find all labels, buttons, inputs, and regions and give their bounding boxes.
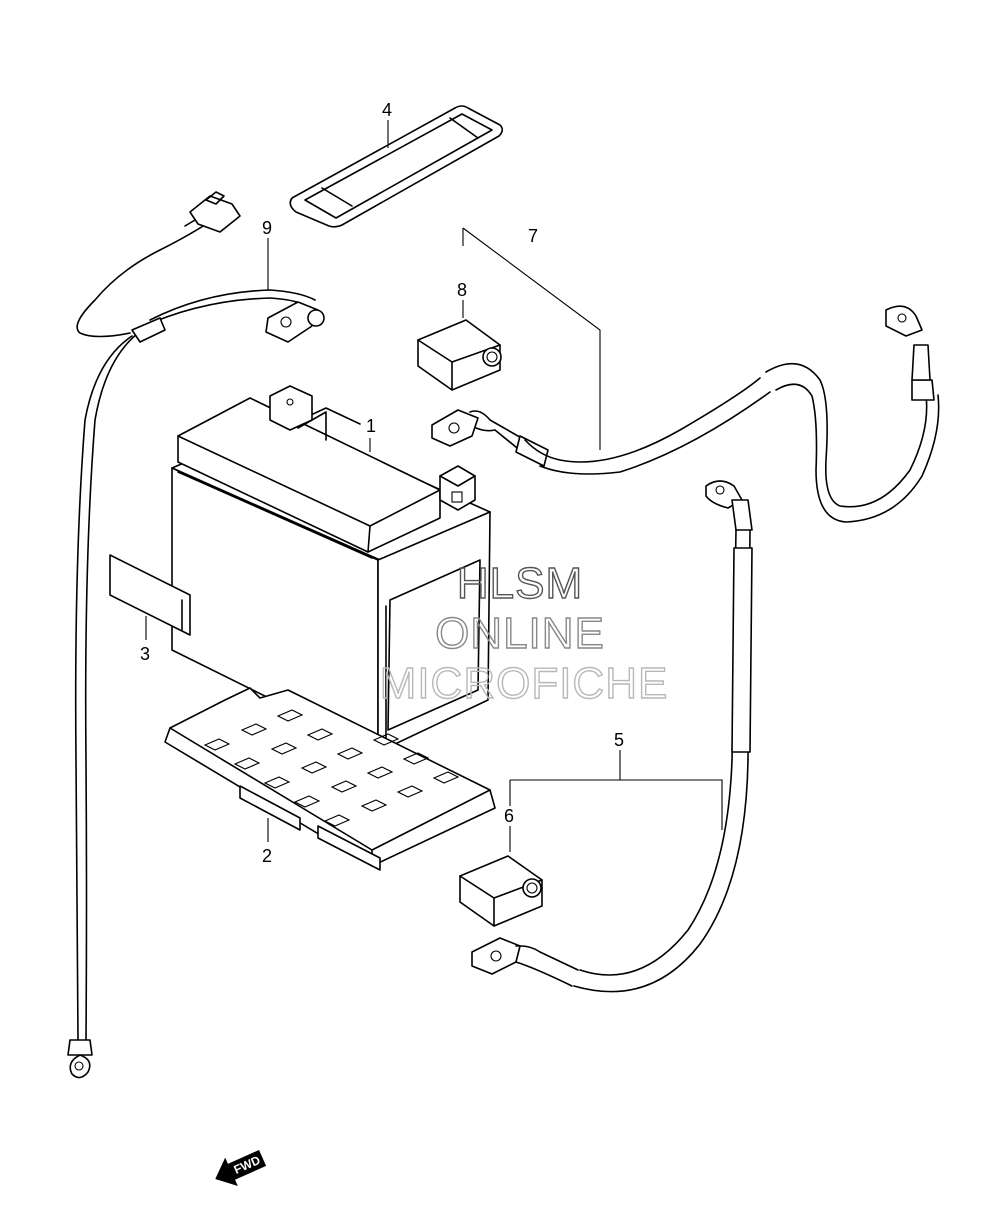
part-battery[interactable] [171, 385, 491, 753]
part-battery-cable-lower[interactable] [471, 480, 753, 993]
watermark-line-3: MICROFICHE [380, 659, 669, 708]
part-battery-tray[interactable] [164, 687, 496, 871]
part-lead-wire-harness[interactable] [67, 191, 325, 1079]
callout-5: 5 [614, 730, 624, 750]
part-battery-cable-upper[interactable] [431, 305, 940, 523]
part-terminal-cover-upper[interactable] [417, 319, 502, 391]
callout-7: 7 [528, 226, 538, 246]
watermark: HLSM ONLINE MICROFICHE [379, 558, 669, 708]
callout-6: 6 [504, 806, 514, 826]
callout-3: 3 [140, 644, 150, 664]
callout-leaders [145, 120, 723, 852]
watermark-line-1: HLSM [457, 559, 583, 608]
callout-4: 4 [382, 100, 392, 120]
part-battery-pad[interactable] [109, 554, 191, 636]
callout-8: 8 [457, 280, 467, 300]
fwd-arrow-icon: FWD [215, 1150, 267, 1186]
part-terminal-cover-lower[interactable] [459, 855, 543, 927]
callout-1: 1 [366, 416, 376, 436]
callout-2: 2 [262, 846, 272, 866]
callout-9: 9 [262, 218, 272, 238]
callout-numbers: 1 2 3 4 5 6 7 8 9 [140, 100, 624, 866]
watermark-line-2: ONLINE [435, 609, 605, 658]
part-battery-strap[interactable] [289, 105, 504, 228]
